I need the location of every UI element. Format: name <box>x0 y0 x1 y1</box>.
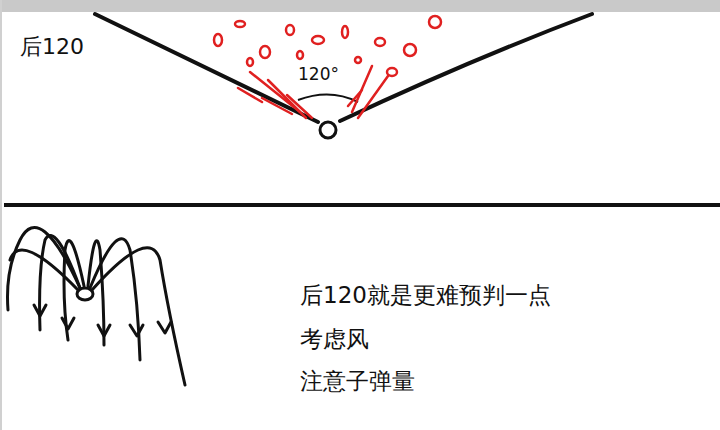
note-text: 后120就是更难预判一点 <box>300 282 551 310</box>
note-text: 考虑风 <box>300 326 369 354</box>
angle-label: 120° <box>296 64 341 84</box>
note-text: 注意子弹量 <box>300 368 415 396</box>
panel-label: 后120 <box>20 34 84 60</box>
